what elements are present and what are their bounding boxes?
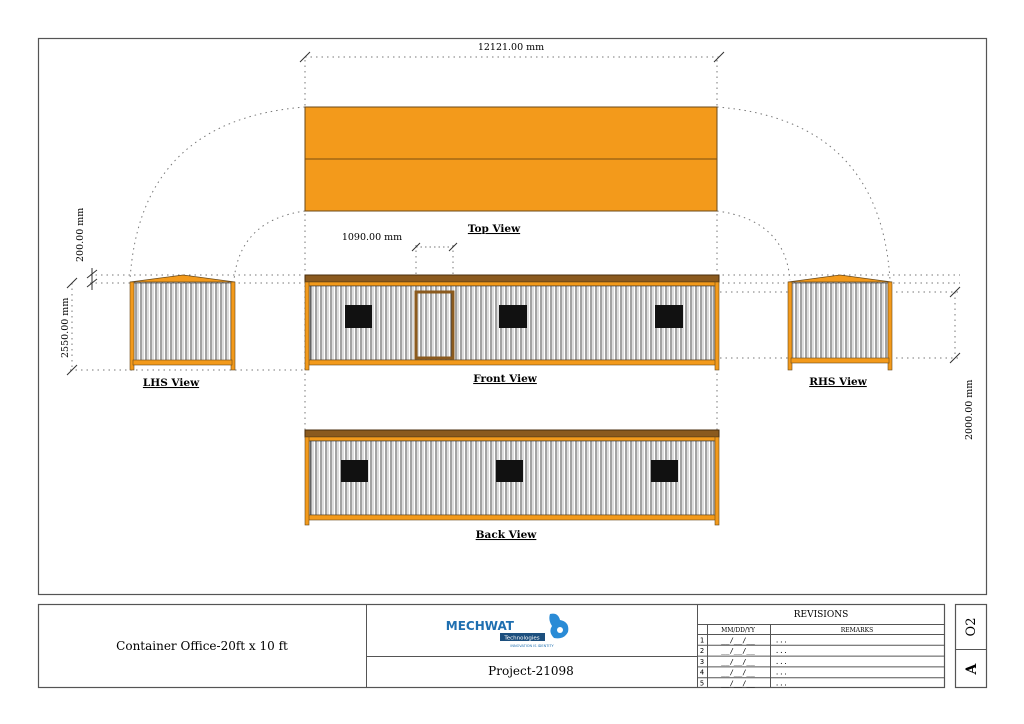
revision-row: 4 __/__/__... — [697, 669, 945, 679]
sheet-size: A — [964, 662, 980, 675]
revision-remarks: ... — [775, 647, 788, 655]
revisions-date-header: MM/DD/YY — [721, 627, 756, 634]
svg-text:MECHWAT: MECHWAT — [446, 619, 515, 633]
dimension-length: 12121.00 mm — [299, 42, 725, 63]
front-view: Front View — [304, 274, 720, 385]
revision-number: 2 — [700, 647, 704, 655]
rhs-view: RHS View — [787, 274, 893, 388]
window — [496, 460, 523, 482]
drawing-border — [37, 37, 988, 596]
top-view: Top View — [304, 106, 718, 235]
sheet-number: O2 — [964, 618, 979, 637]
revisions-heading: REVISIONS — [794, 610, 849, 620]
revision-row: 3 __/__/__... — [697, 658, 945, 668]
revisions-table: 1 __/__/__... 2 __/__/__... 3 __/__/__... 4 __/… — [697, 636, 945, 688]
revisions-remarks-header: REMARKS — [841, 627, 873, 634]
wall-height-label: 2550.00 mm — [60, 298, 71, 358]
revision-number: 1 — [700, 636, 704, 644]
window — [345, 305, 372, 328]
svg-text:Technologies: Technologies — [503, 636, 539, 642]
revision-number: 3 — [700, 658, 704, 666]
lhs-view: LHS View — [129, 274, 236, 389]
revision-remarks: ... — [775, 636, 788, 644]
revision-date: __/__/__ — [721, 636, 756, 644]
title-block — [37, 603, 988, 689]
dimension-wall-height: 2550.00 mm — [60, 277, 78, 376]
project-number: Project-21098 — [488, 664, 574, 678]
back-view: Back View — [304, 429, 720, 541]
window — [651, 460, 678, 482]
window — [499, 305, 527, 328]
length-dimension-label: 12121.00 mm — [478, 42, 544, 53]
revision-date: __/__/__ — [721, 647, 756, 655]
dimension-roof-height: 200.00 mm — [75, 208, 98, 290]
lhs-view-label: LHS View — [143, 377, 200, 389]
revision-remarks: ... — [775, 669, 788, 677]
dimension-inner-height: 2000.00 mm — [949, 286, 975, 440]
hand-logo-icon — [549, 613, 569, 639]
revision-remarks: ... — [775, 680, 788, 688]
revision-row: 5 __/__/__... — [700, 680, 788, 688]
top-view-label: Top View — [468, 223, 521, 235]
revision-date: __/__/__ — [721, 680, 756, 688]
roof-height-label: 200.00 mm — [75, 208, 86, 262]
door-dimension-label: 1090.00 mm — [342, 232, 402, 243]
revision-remarks: ... — [775, 658, 788, 666]
window — [341, 460, 368, 482]
window — [655, 305, 683, 328]
drawing-title: Container Office-20ft x 10 ft — [116, 639, 288, 653]
front-view-label: Front View — [473, 373, 538, 385]
dimension-door: 1090.00 mm — [342, 232, 458, 252]
revision-number: 4 — [700, 669, 704, 677]
revision-date: __/__/__ — [721, 669, 756, 677]
back-view-label: Back View — [476, 529, 538, 541]
revision-date: __/__/__ — [721, 658, 756, 666]
revision-row: 2 __/__/__... — [697, 647, 945, 657]
revision-row: 1 __/__/__... — [697, 636, 945, 646]
inner-height-label: 2000.00 mm — [964, 380, 975, 440]
svg-text:INNOVATION IS IDENTITY: INNOVATION IS IDENTITY — [510, 644, 554, 648]
door — [414, 290, 455, 360]
company-logo: MECHWAT Technologies INNOVATION IS IDENT… — [446, 613, 569, 648]
rhs-view-label: RHS View — [809, 376, 868, 388]
revision-number: 5 — [700, 680, 704, 688]
